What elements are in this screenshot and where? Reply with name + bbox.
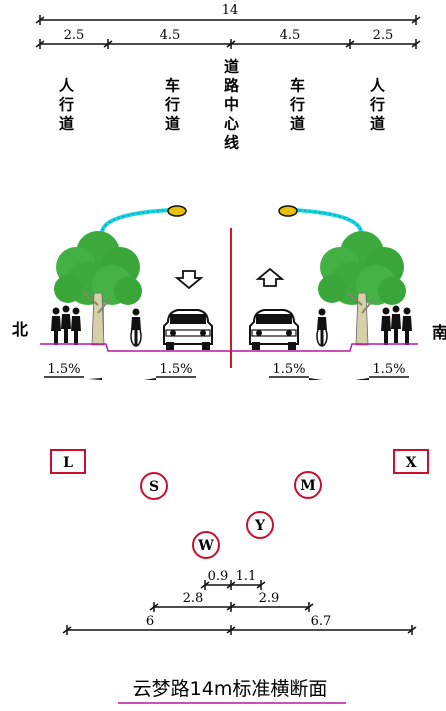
svg-text:S: S [149,479,159,495]
segment-dimensions: 2.5 4.5 4.5 2.5 [35,28,421,50]
north-label: 北 [12,320,28,339]
marker-s-circle: S [140,472,168,500]
svg-text:1.5%: 1.5% [159,362,192,377]
svg-text:1.5%: 1.5% [47,362,80,377]
svg-text:L: L [63,455,73,471]
arrow-down-icon [174,270,204,290]
svg-text:1.5%: 1.5% [372,362,405,377]
svg-text:M: M [300,478,316,494]
marker-w-circle: W [192,531,220,559]
slope-right-sidewalk: 1.5% [355,362,409,380]
car-icon [163,309,213,351]
marker-y-circle: Y [246,511,274,539]
segment-label: 4.5 [160,28,181,43]
pipe-dim-label: 2.8 [183,591,204,606]
right-carriageway-label: 车行道 [288,77,306,135]
segment-label: 4.5 [280,28,301,43]
pipe-dim-label: 0.9 [208,569,229,584]
pipe-dim-label: 6.7 [311,614,332,629]
left-sidewalk-label: 人行道 [57,78,75,135]
center-line-label: 道路中心线 [222,58,240,154]
pedestrian-icon [51,305,81,345]
total-width-label: 14 [222,3,239,18]
slope-left-carriageway: 1.5% [144,362,196,380]
cyclist-icon [316,307,328,347]
pedestrian-icon [381,305,412,345]
marker-x-box: X [393,449,429,474]
arrow-up-icon [255,267,285,287]
diagram-title: 云梦路14m标准横断面 [133,678,328,700]
marker-l-box: L [50,449,86,474]
segment-label: 2.5 [373,28,394,43]
pipe-dim-label: 2.9 [259,591,280,606]
svg-text:W: W [197,538,214,554]
total-dimension: 14 [35,3,421,26]
pipe-dimension-row1: 0.9 1.1 [200,569,266,591]
svg-text:Y: Y [254,518,266,534]
south-label: 南 [432,323,446,342]
ground-profile [40,343,418,352]
car-icon [249,309,299,351]
pipe-dim-label: 1.1 [236,569,257,584]
pipe-dim-label: 6 [146,614,154,629]
marker-m-circle: M [294,471,322,499]
slope-right-carriageway: 1.5% [269,362,322,380]
segment-label: 2.5 [64,28,85,43]
left-carriageway-label: 车行道 [163,77,181,135]
pipe-dimension-row3: 6 6.7 [62,614,417,636]
svg-text:1.5%: 1.5% [272,362,305,377]
pipe-dimension-row2: 2.8 2.9 [149,591,314,613]
svg-text:X: X [406,455,417,471]
cyclist-icon [130,307,142,347]
slope-left-sidewalk: 1.5% [44,362,102,380]
right-sidewalk-label: 人行道 [368,78,386,135]
